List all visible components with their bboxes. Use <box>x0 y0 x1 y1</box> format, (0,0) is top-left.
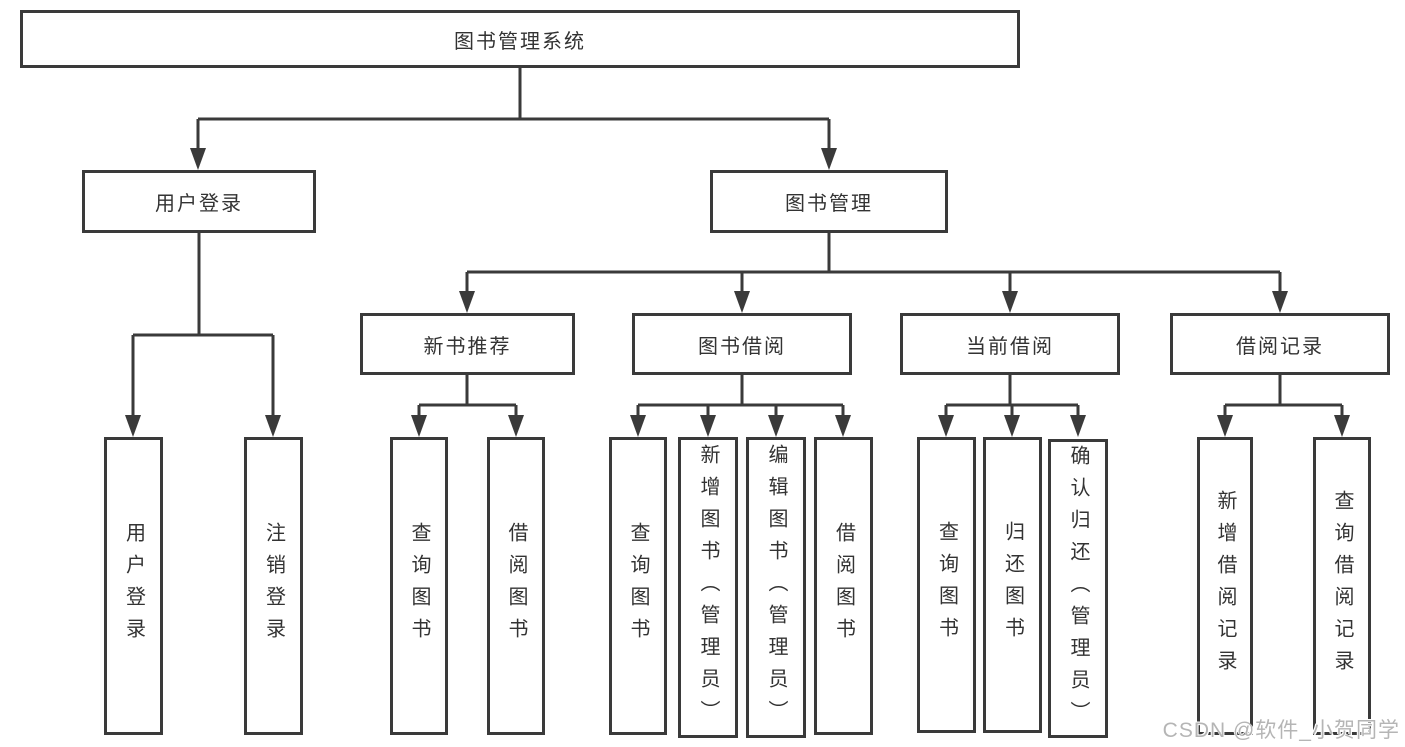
edge-lines <box>196 68 831 154</box>
edge-borrow-record-to-children <box>1217 375 1350 437</box>
edge-new-book-rec-to-children <box>411 375 524 437</box>
node-label: 借阅记录 <box>1236 335 1324 358</box>
node-query-books-2: 查询图书 <box>609 437 667 735</box>
node-label: 新书推荐 <box>423 335 512 358</box>
arrowhead-icon <box>630 415 646 437</box>
node-add-borrow-record: 新增借阅记录 <box>1197 437 1253 735</box>
node-label: 归还图书 <box>1001 521 1024 649</box>
node-label: 图书管理系统 <box>454 30 586 53</box>
arrowhead-icon <box>1004 415 1020 437</box>
node-login-user: 用户登录 <box>104 437 163 735</box>
edge-root-to-level2 <box>190 68 837 170</box>
node-book-management: 图书管理 <box>710 170 948 233</box>
node-query-books-1: 查询图书 <box>390 437 448 735</box>
node-confirm-return-admin: 确认归还（管理员） <box>1048 439 1108 738</box>
node-label: 借阅图书 <box>832 522 855 650</box>
node-logout-user: 注销登录 <box>244 437 303 735</box>
edge-current-borrow-to-children <box>938 375 1086 437</box>
node-root: 图书管理系统 <box>20 10 1020 68</box>
edge-lines <box>636 375 845 421</box>
node-book-borrowing: 图书借阅 <box>632 313 852 375</box>
node-current-borrowing: 当前借阅 <box>900 313 1120 375</box>
arrowhead-icon <box>938 415 954 437</box>
node-label: 查询借阅记录 <box>1331 490 1353 682</box>
watermark-text: CSDN @软件_小贺同学 <box>1162 719 1400 742</box>
arrowhead-icon <box>821 148 837 170</box>
edge-lines <box>417 375 518 421</box>
arrowhead-icon <box>1002 291 1018 313</box>
node-label: 用户登录 <box>122 522 145 650</box>
node-label: 图书管理 <box>785 193 873 215</box>
node-return-books: 归还图书 <box>983 437 1042 733</box>
node-label: 查询图书 <box>627 522 649 650</box>
arrowhead-icon <box>700 415 716 437</box>
arrowhead-icon <box>459 291 475 313</box>
arrowhead-icon <box>125 415 141 437</box>
arrowhead-icon <box>835 415 851 437</box>
arrowhead-icon <box>1217 415 1233 437</box>
node-label: 新增借阅记录 <box>1214 490 1236 682</box>
node-user-login: 用户登录 <box>82 170 316 233</box>
node-label: 新增图书（管理员） <box>697 443 719 732</box>
arrowhead-icon <box>411 415 427 437</box>
arrowhead-icon <box>508 415 524 437</box>
arrowhead-icon <box>1070 415 1086 437</box>
node-label: 确认归还（管理员） <box>1067 444 1089 733</box>
node-edit-books-admin: 编辑图书（管理员） <box>746 437 806 738</box>
edge-lines <box>131 233 275 421</box>
node-borrowing-records: 借阅记录 <box>1170 313 1390 375</box>
node-label: 借阅图书 <box>505 522 527 650</box>
node-label: 当前借阅 <box>966 335 1054 358</box>
node-label: 查询图书 <box>408 522 430 650</box>
node-query-books-3: 查询图书 <box>917 437 976 733</box>
node-borrow-books-1: 借阅图书 <box>487 437 545 735</box>
node-new-book-recommend: 新书推荐 <box>360 313 575 375</box>
node-borrow-books-2: 借阅图书 <box>814 437 873 735</box>
edge-user-login-to-children <box>125 233 281 437</box>
edge-book-mgmt-to-level3 <box>459 233 1288 313</box>
node-label: 注销登录 <box>262 522 285 650</box>
arrowhead-icon <box>190 148 206 170</box>
node-label: 查询图书 <box>935 521 958 649</box>
edge-lines <box>465 233 1282 297</box>
arrowhead-icon <box>265 415 281 437</box>
edge-lines <box>1223 375 1344 421</box>
node-label: 用户登录 <box>155 193 243 215</box>
edge-lines <box>944 375 1080 421</box>
arrowhead-icon <box>1272 291 1288 313</box>
node-label: 图书借阅 <box>698 335 786 358</box>
arrowhead-icon <box>768 415 784 437</box>
edge-book-borrow-to-children <box>630 375 851 437</box>
arrowhead-icon <box>1334 415 1350 437</box>
node-query-borrow-record: 查询借阅记录 <box>1313 437 1371 735</box>
arrowhead-icon <box>734 291 750 313</box>
node-add-books-admin: 新增图书（管理员） <box>678 437 738 738</box>
node-label: 编辑图书（管理员） <box>765 443 787 732</box>
